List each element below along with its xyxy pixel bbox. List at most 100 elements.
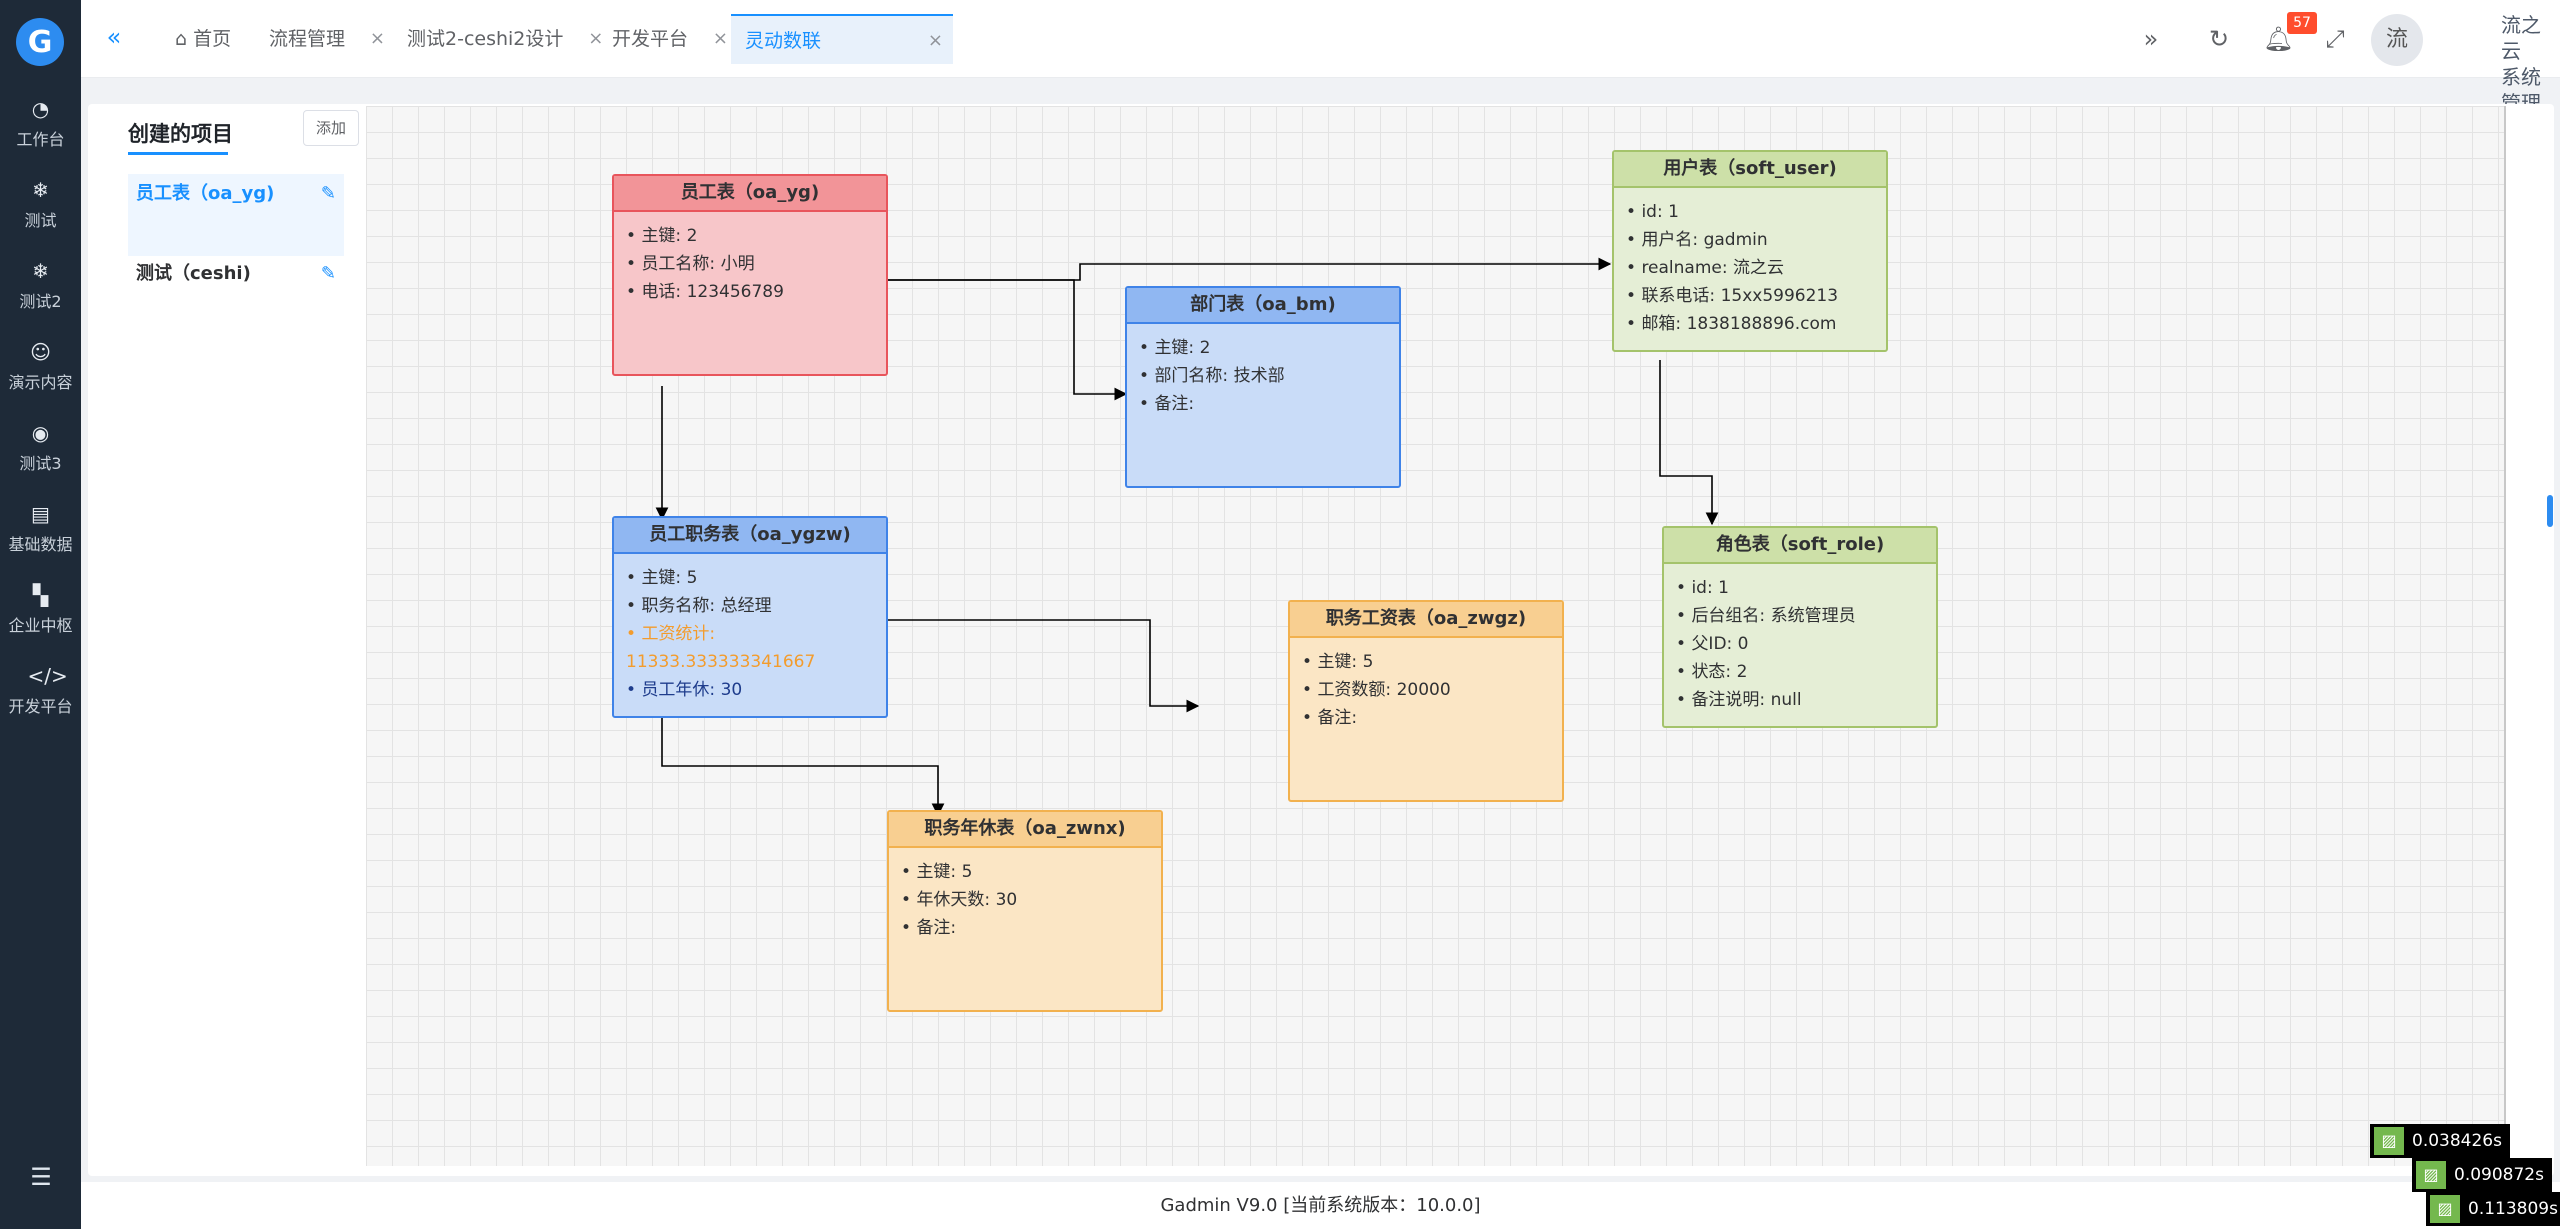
left-rail: G ◔ 工作台 ❄ 测试 ❄ 测试2 ☺ 演示内容 ◉ 测试3 ▤ 基础数据 ▚… [0,0,81,1229]
rail-item-dev-platform[interactable]: </> 开发平台 [0,663,81,717]
entity-fields: 主键: 2 部门名称: 技术部 备注: [1127,324,1399,428]
relation-lines [655,257,1719,817]
rail-item-enterprise-hub[interactable]: ▚ 企业中枢 [0,582,81,636]
entity-field: id: 1 [1626,198,1874,226]
rail-item-test3[interactable]: ◉ 测试3 [0,420,81,474]
relation-line [886,619,1200,713]
double-chevron-left-icon[interactable]: « [106,23,122,51]
rail-item-label: 演示内容 [8,373,73,392]
rail-item-label: 测试2 [19,292,62,311]
entity-soft-user[interactable]: 用户表（soft_user) id: 1 用户名: gadmin realnam… [1612,150,1888,352]
entity-oa-zwnx[interactable]: 职务年休表（oa_zwnx) 主键: 5 年休天数: 30 备注: [887,810,1163,1012]
entity-field: 邮箱: 1838188896.com [1626,310,1874,338]
add-project-button[interactable]: 添加 [303,110,359,146]
entity-fields: id: 1 后台组名: 系统管理员 父ID: 0 状态: 2 备注说明: nul… [1664,564,1936,724]
entity-fields: 主键: 5 职务名称: 总经理 工资统计: 11333.333333341667… [614,554,886,714]
entity-field: 员工名称: 小明 [626,250,874,278]
project-label: 员工表（oa_yg) [136,183,275,204]
salary-stat-label: 工资统计: [641,624,716,644]
tab-home[interactable]: ⌂ 首页 [161,14,245,64]
user-name: 流之云 [2501,13,2541,63]
project-item-oa-yg[interactable]: 员工表（oa_yg) ✎ [128,174,344,256]
entity-field: 电话: 123456789 [626,278,874,306]
project-item-ceshi[interactable]: 测试（ceshi) ✎ [128,254,344,336]
rail-item-label: 基础数据 [8,535,73,554]
entity-field: 备注说明: null [1676,686,1924,714]
fullscreen-icon[interactable]: ⤢ [2325,25,2345,53]
tab-test2-design[interactable]: 测试2-ceshi2设计 × [393,14,603,64]
edit-icon[interactable]: ✎ [320,263,336,284]
menu-collapse-icon[interactable]: ☰ [30,1163,52,1191]
perf-timing-badge: ▨ 0.038426s [2370,1124,2510,1158]
code-icon: </> [27,664,68,688]
entity-title: 职务工资表（oa_zwgz) [1290,602,1562,638]
perf-icon: ▨ [2430,1195,2460,1223]
avatar[interactable]: 流 [2371,14,2423,66]
tab-close-icon[interactable]: × [369,28,386,49]
tab-label: 首页 [193,28,232,50]
entity-title: 部门表（oa_bm) [1127,288,1399,324]
entity-field: 工资数额: 20000 [1302,676,1550,704]
edit-icon[interactable]: ✎ [320,183,336,204]
tab-label: 开发平台 [612,28,689,50]
perf-time: 0.090872s [2454,1165,2544,1185]
salary-stat-value: 11333.333333341667 [626,652,816,672]
entity-field: realname: 流之云 [1626,254,1874,282]
entity-fields: id: 1 用户名: gadmin realname: 流之云 联系电话: 15… [1614,188,1886,348]
rail-item-test2[interactable]: ❄ 测试2 [0,258,81,312]
entity-field: 用户名: gadmin [1626,226,1874,254]
entity-oa-bm[interactable]: 部门表（oa_bm) 主键: 2 部门名称: 技术部 备注: [1125,286,1401,488]
entity-field: 主键: 5 [901,858,1149,886]
entity-title: 员工职务表（oa_ygzw) [614,518,886,554]
app-logo[interactable]: G [16,18,64,66]
entity-field: 状态: 2 [1676,658,1924,686]
entity-oa-zwgz[interactable]: 职务工资表（oa_zwgz) 主键: 5 工资数额: 20000 备注: [1288,600,1564,802]
relation-line [886,279,1128,401]
rail-item-label: 工作台 [16,130,65,149]
main-card: 创建的项目 添加 员工表（oa_yg) ✎ 测试（ceshi) ✎ [88,104,2554,1176]
entity-title: 员工表（oa_yg) [614,176,886,212]
snowflake-icon: ❄ [32,259,49,283]
rail-item-test[interactable]: ❄ 测试 [0,177,81,231]
entity-field: 年休天数: 30 [901,886,1149,914]
tab-label: 流程管理 [269,28,346,50]
rail-item-basic-data[interactable]: ▤ 基础数据 [0,501,81,555]
rail-item-workbench[interactable]: ◔ 工作台 [0,96,81,150]
entity-soft-role[interactable]: 角色表（soft_role) id: 1 后台组名: 系统管理员 父ID: 0 … [1662,526,1938,728]
scroll-indicator[interactable] [2547,495,2553,527]
tab-data-link[interactable]: 灵动数联 × [731,14,953,64]
tab-label: 测试2-ceshi2设计 [407,28,564,50]
entity-field: 联系电话: 15xx5996213 [1626,282,1874,310]
diagram-canvas[interactable]: 员工表（oa_yg) 主键: 2 员工名称: 小明 电话: 123456789 … [366,106,2506,1166]
entity-oa-ygzw[interactable]: 员工职务表（oa_ygzw) 主键: 5 职务名称: 总经理 工资统计: 113… [612,516,888,718]
rail-item-demo[interactable]: ☺ 演示内容 [0,339,81,393]
entity-field: 职务名称: 总经理 [626,592,874,620]
notification-badge: 57 [2287,12,2317,34]
snowflake-icon: ❄ [32,178,49,202]
double-chevron-right-icon[interactable]: » [2143,25,2159,53]
dashboard-icon: ◔ [31,97,50,121]
rail-item-label: 企业中枢 [8,616,73,635]
entity-field: 父ID: 0 [1676,630,1924,658]
project-list-title: 创建的项目 [128,122,233,146]
entity-field: 备注: [1302,704,1550,732]
entity-field: 备注: [1139,390,1387,418]
entity-oa-yg[interactable]: 员工表（oa_yg) 主键: 2 员工名称: 小明 电话: 123456789 [612,174,888,376]
annual-leave-field: 员工年休: 30 [626,676,874,704]
tab-close-icon[interactable]: × [712,28,729,49]
grid-plus-icon: ▚ [32,583,49,607]
tab-process-management[interactable]: 流程管理 × [255,14,385,64]
refresh-icon[interactable]: ↻ [2208,25,2230,53]
perf-icon: ▨ [2416,1161,2446,1189]
home-icon: ⌂ [175,28,188,50]
tab-dev-platform[interactable]: 开发平台 × [598,14,728,64]
perf-timing-badge: ▨ 0.090872s [2412,1158,2552,1192]
compass-icon: ◉ [31,421,50,445]
tab-close-icon[interactable]: × [588,28,604,49]
relation-line [1659,360,1719,526]
perf-icon: ▨ [2374,1127,2404,1155]
rail-item-label: 开发平台 [8,697,73,716]
entity-field: 备注: [901,914,1149,942]
entity-field: 后台组名: 系统管理员 [1676,602,1924,630]
tab-close-icon[interactable]: × [927,30,943,51]
